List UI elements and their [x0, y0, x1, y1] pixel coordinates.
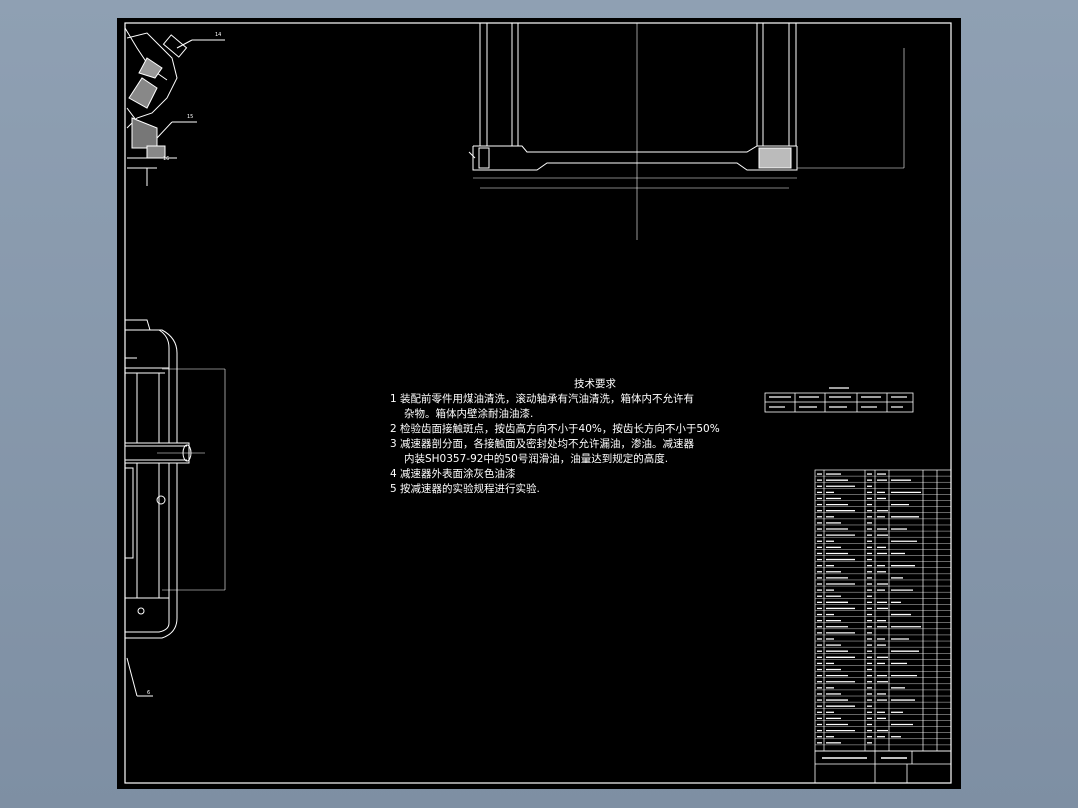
requirement-number: 3	[390, 438, 397, 450]
requirement-text: 装配前零件用煤油清洗，滚动轴承有汽油清洗，箱体内不允许有	[400, 393, 695, 405]
requirement-5: 5 按减速器的实验规程进行实验.	[390, 482, 750, 497]
requirement-number: 1	[390, 393, 397, 405]
requirement-text: 减速器剖分面，各接触面及密封处均不允许漏油，渗油。减速器	[400, 438, 695, 450]
callout-6: 6	[147, 690, 151, 696]
requirement-number: 4	[390, 468, 397, 480]
requirement-4: 4 减速器外表面涂灰色油漆	[390, 467, 750, 482]
technical-requirements: 技术要求 1 装配前零件用煤油清洗，滚动轴承有汽油清洗，箱体内不允许有 杂物。箱…	[390, 377, 750, 497]
requirement-1: 1 装配前零件用煤油清洗，滚动轴承有汽油清洗，箱体内不允许有	[390, 392, 750, 407]
title-block	[814, 750, 952, 784]
callout-15: 15	[187, 114, 194, 120]
requirement-3: 3 减速器剖分面，各接触面及密封处均不允许漏油，渗油。减速器	[390, 437, 750, 452]
requirement-text: 减速器外表面涂灰色油漆	[400, 468, 516, 480]
requirement-2: 2 检验齿面接触斑点，按齿高方向不小于40%，按齿长方向不小于50%	[390, 422, 750, 437]
parts-list	[814, 469, 952, 752]
technical-requirements-title: 技术要求	[574, 378, 616, 390]
section-view-top-center	[468, 23, 905, 240]
callout-16: 16	[163, 156, 170, 162]
callout-14: 14	[215, 32, 222, 38]
cad-drawing	[124, 22, 952, 784]
requirement-number: 5	[390, 483, 397, 495]
drawing-sheet: 14 15 16 6 技术要求 1 装配前零件用煤油清洗，滚动轴承有汽油清洗，箱…	[117, 18, 961, 789]
requirement-text: 检验齿面接触斑点，按齿高方向不小于40%，按齿长方向不小于50%	[400, 423, 720, 435]
requirement-text: 按减速器的实验规程进行实验.	[400, 483, 540, 495]
requirement-3-cont: 内装SH0357-92中的50号润滑油，油量达到规定的高度.	[404, 453, 669, 465]
requirement-number: 2	[390, 423, 397, 435]
section-view-top-left	[124, 27, 225, 186]
side-view-left	[124, 319, 226, 697]
parameter-table	[764, 387, 914, 413]
requirement-1-cont: 杂物。箱体内壁涂耐油油漆.	[404, 408, 534, 420]
border-frame	[124, 22, 952, 784]
